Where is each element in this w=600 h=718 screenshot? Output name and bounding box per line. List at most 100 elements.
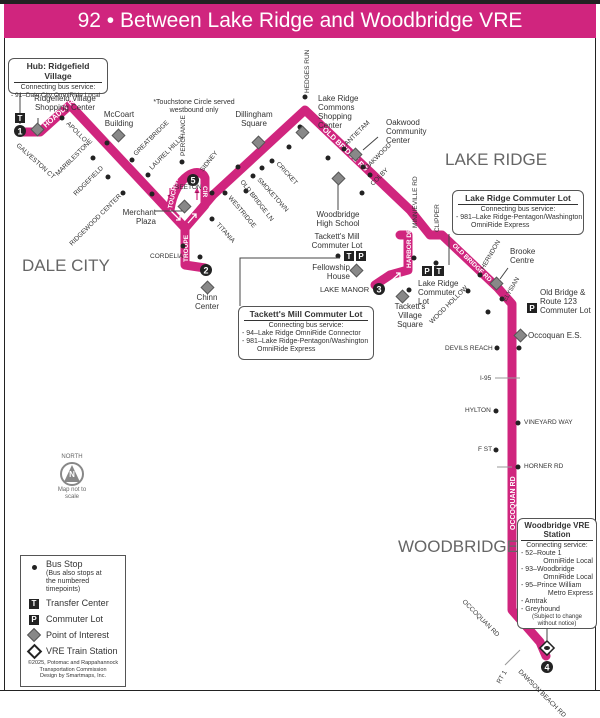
route-label-occoquan: OCCOQUAN RD	[510, 476, 517, 530]
bottom-border	[0, 690, 600, 691]
street-hedges-run: HEDGES RUN	[304, 49, 311, 93]
commuter-lot-icon[interactable]	[422, 266, 432, 276]
bus-stop[interactable]	[120, 190, 126, 196]
street-galveston: GALVESTON CT	[15, 142, 57, 180]
bus-stop[interactable]	[145, 172, 151, 178]
bus-stop[interactable]	[90, 155, 96, 161]
bus-stop[interactable]	[269, 158, 275, 164]
bus-stop[interactable]	[250, 173, 256, 179]
poi-oakwood-cc: Oakwood Community Center	[386, 118, 427, 145]
poi-icon[interactable]	[349, 263, 364, 278]
area-lake-ridge: LAKE RIDGE	[445, 150, 548, 169]
transfer-center-icon[interactable]	[434, 266, 444, 276]
legend-bus-stop-note: (Bus also stops at the numbered timepoin…	[46, 570, 102, 593]
bus-stop[interactable]	[515, 420, 521, 426]
commuter-lot-icon[interactable]	[527, 303, 537, 313]
bus-stop[interactable]	[105, 174, 111, 180]
bus-stop[interactable]	[222, 190, 228, 196]
commuter-letter: P	[358, 252, 364, 261]
bus-stop[interactable]	[406, 287, 412, 293]
vre-box-line: Metro Express	[547, 590, 593, 597]
bus-stop[interactable]	[367, 172, 373, 178]
timepoint-2[interactable]	[200, 264, 212, 276]
vre-station-icon	[26, 643, 42, 660]
bus-stop[interactable]	[209, 190, 215, 196]
street-i95: I-95	[480, 375, 492, 382]
bus-stop[interactable]	[209, 216, 215, 222]
poi-icon[interactable]	[295, 125, 310, 140]
bus-stop[interactable]	[335, 253, 341, 259]
bus-stop[interactable]	[494, 345, 500, 351]
transfer-center-icon[interactable]	[15, 113, 25, 123]
route-label-harbor: HARBOR DR	[406, 228, 413, 268]
legend-poi-label: Point of Interest	[46, 630, 110, 640]
bus-stop[interactable]	[104, 140, 110, 146]
bus-stop[interactable]	[302, 94, 308, 100]
poi-icon[interactable]	[30, 122, 45, 137]
vre-station-box: Woodbridge VRE Station Connecting servic…	[517, 518, 597, 629]
poi-icon[interactable]	[200, 280, 215, 295]
timepoint-4[interactable]	[541, 661, 553, 673]
legend-commuter: P Commuter Lot	[27, 614, 103, 625]
poi-mccoart: McCoart Building	[103, 110, 135, 128]
bus-stop[interactable]	[59, 115, 65, 121]
north-arrow: NORTH N Map not to scale	[52, 453, 92, 501]
bus-stop[interactable]	[515, 464, 521, 470]
street-herndon: HERNDON	[480, 239, 503, 271]
tacketts-box-line: OmniRide Express	[257, 346, 316, 353]
street-marblestone: MARBLESTONE	[54, 137, 94, 177]
bus-stop[interactable]	[493, 408, 499, 414]
legend-bus-stop: Bus Stop(Bus also stops at the numbered …	[27, 559, 108, 594]
timepoint-5[interactable]	[187, 174, 199, 186]
bus-stop[interactable]	[197, 254, 203, 260]
vre-box-note: (Subject to change without notice)	[531, 614, 583, 627]
hub-box-subtitle: Connecting bus service:	[20, 84, 96, 91]
bus-stop[interactable]	[433, 260, 439, 266]
poi-icon[interactable]	[331, 171, 346, 186]
poi-icon[interactable]	[489, 276, 504, 291]
poi-icon[interactable]	[251, 135, 266, 150]
bus-stop[interactable]	[465, 288, 471, 294]
street-horner: HORNER RD	[524, 463, 564, 470]
vre-station-icon[interactable]	[538, 639, 556, 657]
bus-stop[interactable]	[286, 144, 292, 150]
bus-stop[interactable]	[179, 159, 185, 165]
timepoint-label: 3	[376, 285, 381, 295]
poi-icon[interactable]	[177, 199, 192, 214]
bus-stop[interactable]	[259, 165, 265, 171]
transfer-center-icon[interactable]	[344, 251, 354, 261]
bus-stop[interactable]	[360, 164, 366, 170]
bus-stop[interactable]	[325, 155, 331, 161]
poi-icon[interactable]	[111, 128, 126, 143]
bus-stop[interactable]	[243, 188, 249, 194]
bus-stop[interactable]	[499, 296, 505, 302]
bus-stop[interactable]	[341, 146, 347, 152]
poi-icon[interactable]	[395, 289, 410, 304]
vre-box-line: - Amtrak	[521, 598, 548, 605]
timepoint-3[interactable]	[373, 283, 385, 295]
bus-stop[interactable]	[477, 272, 483, 278]
bus-stop[interactable]	[235, 164, 241, 170]
poi-icon[interactable]	[513, 328, 528, 343]
cross-streets	[495, 377, 521, 666]
tacketts-box-line: - 94–Lake Ridge OmniRide Connector	[242, 330, 361, 337]
poi-icon[interactable]	[348, 147, 363, 162]
vre-box-line: - 93–Woodbridge	[521, 566, 575, 573]
bus-stop[interactable]	[149, 191, 155, 197]
bus-stop[interactable]	[485, 309, 491, 315]
bus-stop[interactable]	[493, 447, 499, 453]
bus-stop[interactable]	[411, 255, 417, 261]
timepoint-label: 1	[17, 127, 22, 137]
bus-stop[interactable]	[129, 157, 135, 163]
bus-stop[interactable]	[359, 190, 365, 196]
poi-tacketts-village: Tackett's Village Square	[394, 302, 426, 329]
bus-stop[interactable]	[516, 345, 522, 351]
bus-stop-icon	[31, 565, 37, 570]
timepoint-1[interactable]	[14, 125, 26, 137]
street-cordelia: CORDELIA	[150, 253, 184, 260]
poi-old-bridge-123: Old Bridge & Route 123 Commuter Lot	[540, 288, 591, 315]
touchstone-note: *Touchstone Circle served westbound only	[153, 99, 235, 114]
commuter-lot-icon[interactable]	[356, 251, 366, 261]
bus-stop[interactable]	[180, 243, 186, 249]
